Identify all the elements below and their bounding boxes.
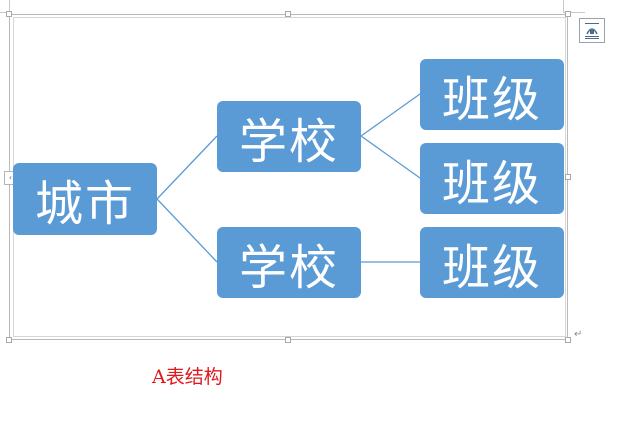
resize-handle-bottom-right[interactable] bbox=[565, 337, 571, 343]
resize-handle-bottom[interactable] bbox=[285, 337, 291, 343]
resize-handle-bottom-left[interactable] bbox=[6, 337, 12, 343]
page-corner-mark bbox=[563, 12, 585, 13]
page-corner-mark bbox=[9, 0, 10, 12]
node-class[interactable]: 班级 bbox=[420, 59, 564, 130]
node-class[interactable]: 班级 bbox=[420, 227, 564, 298]
figure-caption: A表结构 bbox=[152, 366, 223, 388]
connector-line bbox=[156, 198, 218, 263]
layout-options-icon[interactable] bbox=[579, 18, 605, 43]
connector-line bbox=[360, 93, 421, 137]
node-city[interactable]: 城市 bbox=[13, 163, 157, 235]
paragraph-mark-icon: ↵ bbox=[574, 329, 583, 340]
page-corner-mark bbox=[0, 12, 9, 13]
node-school[interactable]: 学校 bbox=[217, 227, 361, 298]
connector-line bbox=[156, 135, 218, 200]
page-corner-mark bbox=[563, 0, 564, 12]
resize-handle-top-right[interactable] bbox=[565, 11, 571, 17]
node-school[interactable]: 学校 bbox=[217, 101, 361, 172]
resize-handle-top[interactable] bbox=[285, 11, 291, 17]
node-class[interactable]: 班级 bbox=[420, 143, 564, 214]
connector-line bbox=[360, 135, 421, 179]
resize-handle-right[interactable] bbox=[565, 174, 571, 180]
resize-handle-top-left[interactable] bbox=[6, 11, 12, 17]
